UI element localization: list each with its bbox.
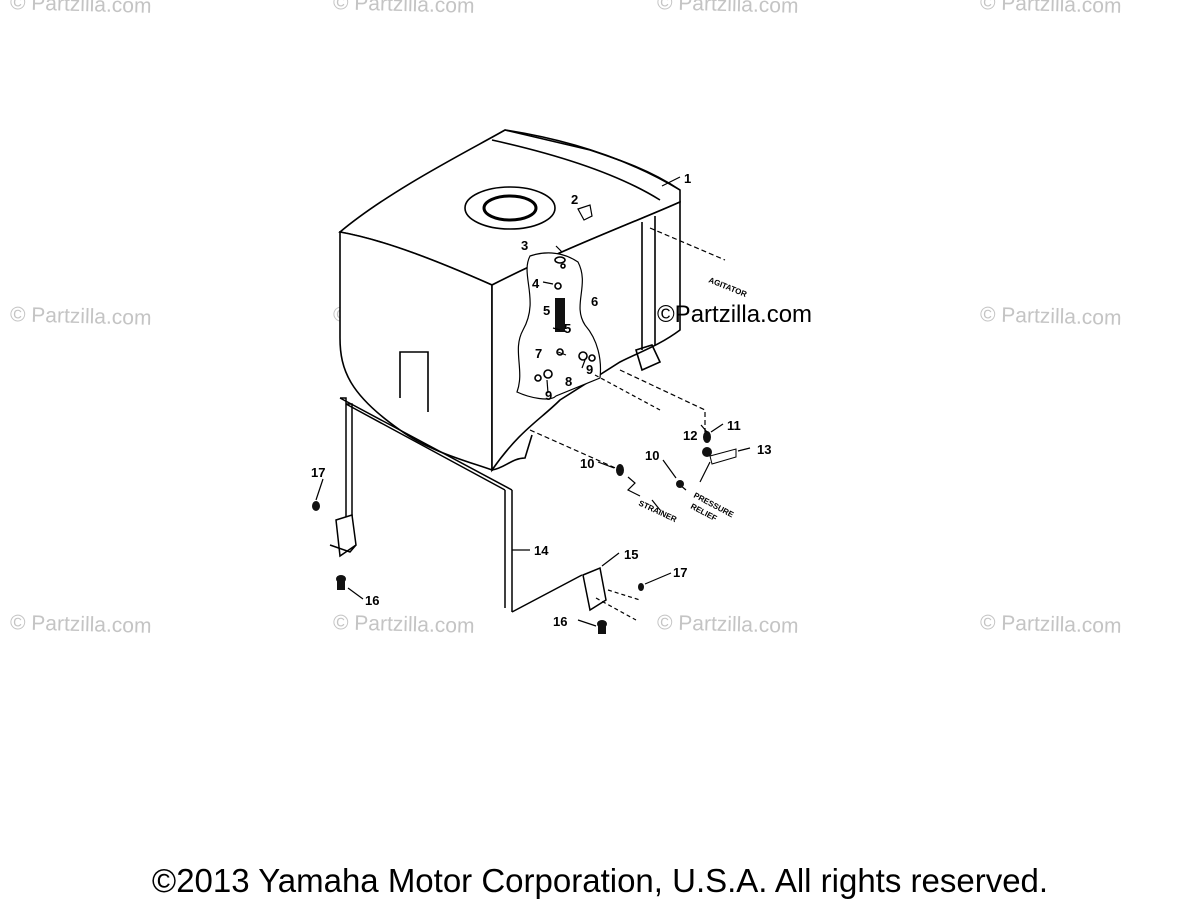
part-11-fitting xyxy=(703,431,711,443)
plumbing xyxy=(529,227,726,621)
callout-8: 8 xyxy=(565,374,572,389)
callout-2: 2 xyxy=(571,192,578,207)
tank-sump xyxy=(399,351,429,412)
callout-16: 16 xyxy=(553,614,567,629)
callout-3: 3 xyxy=(521,238,528,253)
leader-lines xyxy=(315,176,751,627)
callout-16: 16 xyxy=(365,593,379,608)
part-12-washer xyxy=(702,447,712,457)
callout-4: 4 xyxy=(532,276,540,291)
callout-6: 6 xyxy=(591,294,598,309)
site-watermark: ©Partzilla.com xyxy=(657,301,813,328)
callout-13: 13 xyxy=(757,442,771,457)
callout-5: 5 xyxy=(543,303,550,318)
callout-12: 12 xyxy=(683,428,697,443)
strainer-label: STRAINER xyxy=(637,499,678,525)
tank-front-face xyxy=(339,231,493,472)
callout-14: 14 xyxy=(534,543,549,558)
part-17-bolt-left xyxy=(312,501,320,511)
callout-17: 17 xyxy=(673,565,687,580)
strainer-line xyxy=(529,429,621,471)
part-15-bracket xyxy=(582,566,607,612)
tank-drawing xyxy=(338,129,681,473)
frame-part-14 xyxy=(329,397,607,613)
part-13-nipple xyxy=(709,448,737,465)
part-10-relief-fitting xyxy=(676,480,684,488)
callout-10: 10 xyxy=(645,448,659,463)
callout-17: 17 xyxy=(311,465,325,480)
agitator-line xyxy=(649,227,726,261)
callout-5: 5 xyxy=(564,321,571,336)
callout-15: 15 xyxy=(624,547,638,562)
agitator-label: AGITATOR xyxy=(707,276,748,300)
callout-10: 10 xyxy=(580,456,594,471)
callout-1: 1 xyxy=(684,171,691,186)
callouts: 1 2 3 4 6 5 5 7 8 9 9 11 12 13 10 10 17 … xyxy=(311,171,771,629)
copyright-notice: ©2013 Yamaha Motor Corporation, U.S.A. A… xyxy=(151,862,1049,899)
part-10-strainer-fitting xyxy=(616,464,624,476)
callout-7: 7 xyxy=(535,346,542,361)
fittings xyxy=(312,431,737,634)
callout-11: 11 xyxy=(727,418,741,433)
pressure-line xyxy=(619,369,706,432)
callout-9: 9 xyxy=(586,362,593,377)
tank-top-rail xyxy=(491,139,661,201)
part-17-bolt-right xyxy=(638,583,644,591)
part-2-cap xyxy=(577,204,593,221)
tank-right-bracket xyxy=(635,344,662,372)
callout-9: 9 xyxy=(545,388,552,403)
